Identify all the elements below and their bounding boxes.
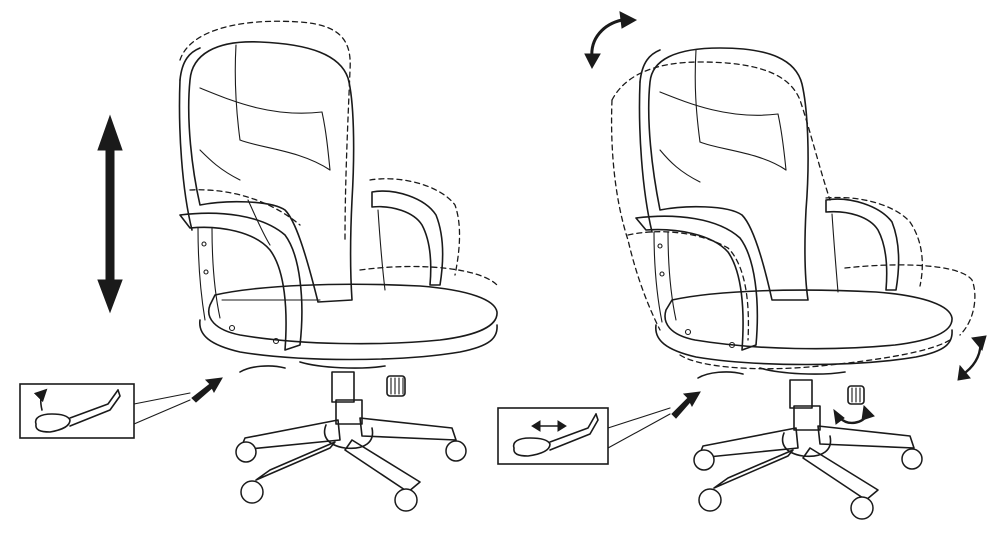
chair-armrest-left-right: [636, 216, 757, 350]
inset-lever-lift: [20, 384, 134, 438]
seat-rock-arrow-icon: [958, 336, 986, 380]
raised-armrest-outline: [370, 179, 460, 275]
chair-base: [236, 418, 466, 511]
chair-base-right: [694, 426, 922, 519]
tilted-backrest-outline: [612, 62, 830, 200]
caster-2: [446, 441, 466, 461]
chair-armrest-left: [180, 213, 302, 350]
chair-backrest-right: [640, 48, 809, 300]
chair-backrest: [180, 42, 354, 302]
panel-seat-height: [20, 21, 497, 511]
lever-pointer-arrow-icon: [134, 378, 222, 424]
caster-3: [395, 489, 417, 511]
chair-mechanism: [240, 362, 405, 424]
panel-tilt-mechanism: [498, 12, 986, 519]
tilted-armrest-left-outline: [628, 232, 748, 340]
raised-seat-outline: [360, 266, 497, 285]
chair-armrest-right: [372, 191, 443, 290]
backrest-tilt-arrow-icon: [585, 12, 636, 68]
raised-backrest-side-outline: [190, 190, 300, 225]
lever-pointer-arrow-icon-right: [608, 392, 700, 448]
caster-6: [902, 449, 922, 469]
chair-seat: [200, 284, 497, 359]
inset-lever-push-pull: [498, 408, 608, 464]
tension-knob-rotate-arrow-icon: [834, 406, 874, 424]
tilted-backrest-side-outline: [612, 100, 660, 330]
caster-8: [699, 489, 721, 511]
caster-7: [851, 497, 873, 519]
tilted-armrest-outline: [826, 197, 922, 286]
vertical-double-arrow-icon: [98, 116, 122, 312]
chair-armrest-right-right: [826, 199, 899, 292]
caster-4: [241, 481, 263, 503]
tilted-seat-outline: [845, 265, 975, 335]
caster-5: [694, 450, 714, 470]
caster-1: [236, 442, 256, 462]
